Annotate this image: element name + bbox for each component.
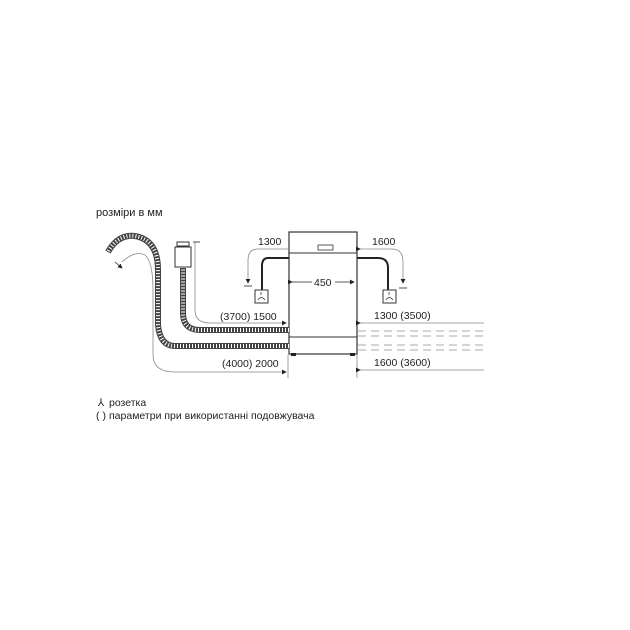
hose-upper-label: (3700) 1500: [220, 311, 277, 323]
units-title: розміри в мм: [96, 207, 163, 219]
right-top-label: 1600: [372, 236, 396, 248]
hose-lower-label: (4000) 2000: [222, 358, 279, 370]
socket-icon-right: [382, 289, 397, 304]
legend-socket: ⅄ розетка: [96, 397, 314, 410]
legend: ⅄ розетка ( )параметри при використанні п…: [96, 397, 314, 423]
socket-icon-left: [254, 289, 269, 304]
left-top-label: 1300: [258, 236, 282, 248]
right-lower-label: 1600 (3600): [374, 357, 431, 369]
door-handle: [317, 244, 334, 251]
paren-symbol: ( ): [96, 410, 106, 422]
legend-paren-label: параметри при використанні подовжувача: [109, 410, 315, 422]
legend-paren: ( )параметри при використанні подовжувач…: [96, 410, 314, 423]
right-upper-label: 1300 (3500): [374, 310, 431, 322]
socket-symbol-icon: ⅄: [97, 397, 105, 409]
power-cord-left: [261, 257, 289, 290]
legend-socket-label: розетка: [109, 397, 147, 409]
dishwasher: [288, 231, 358, 356]
power-cord-right: [357, 257, 389, 290]
aquastop-valve: [174, 246, 192, 268]
hoses-left: [105, 232, 289, 349]
dashed-lines: [358, 330, 484, 351]
width-label: 450: [314, 277, 332, 289]
